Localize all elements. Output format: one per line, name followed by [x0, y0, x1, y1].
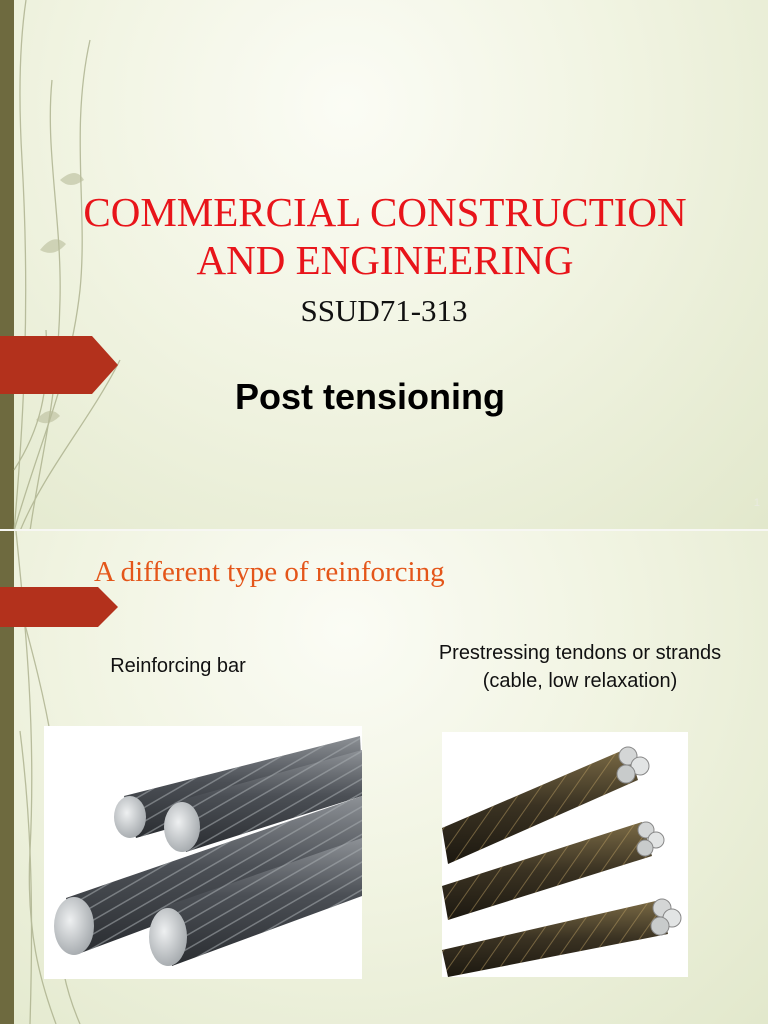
- arrow-marker: [0, 336, 118, 394]
- title-line-2: AND ENGINEERING: [196, 237, 574, 283]
- arrow-marker: [0, 587, 118, 627]
- strand-cable-photo: [442, 732, 688, 977]
- title-line-1: COMMERCIAL CONSTRUCTION: [83, 189, 687, 235]
- slide-subtitle: Post tensioning: [235, 376, 505, 417]
- strand-label: Prestressing tendons or strands (cable, …: [385, 639, 768, 695]
- rebar-label: Reinforcing bar: [110, 655, 246, 677]
- strand-label-line-1: Prestressing tendons or strands: [438, 642, 722, 664]
- course-code: SSUD71-313: [300, 293, 468, 328]
- left-stripe: [0, 0, 14, 531]
- content-slide: A different type of reinforcing Reinforc…: [0, 531, 768, 1024]
- page-number: 1: [753, 497, 760, 509]
- slide-heading: A different type of reinforcing: [94, 556, 445, 588]
- slide-title: COMMERCIAL CONSTRUCTION AND ENGINEERING: [20, 188, 750, 284]
- title-slide: COMMERCIAL CONSTRUCTION AND ENGINEERING …: [0, 0, 768, 531]
- strand-label-line-2: (cable, low relaxation): [482, 670, 678, 692]
- left-stripe: [0, 531, 14, 1024]
- slide-divider: [0, 529, 768, 532]
- rebar-photo: [44, 726, 362, 979]
